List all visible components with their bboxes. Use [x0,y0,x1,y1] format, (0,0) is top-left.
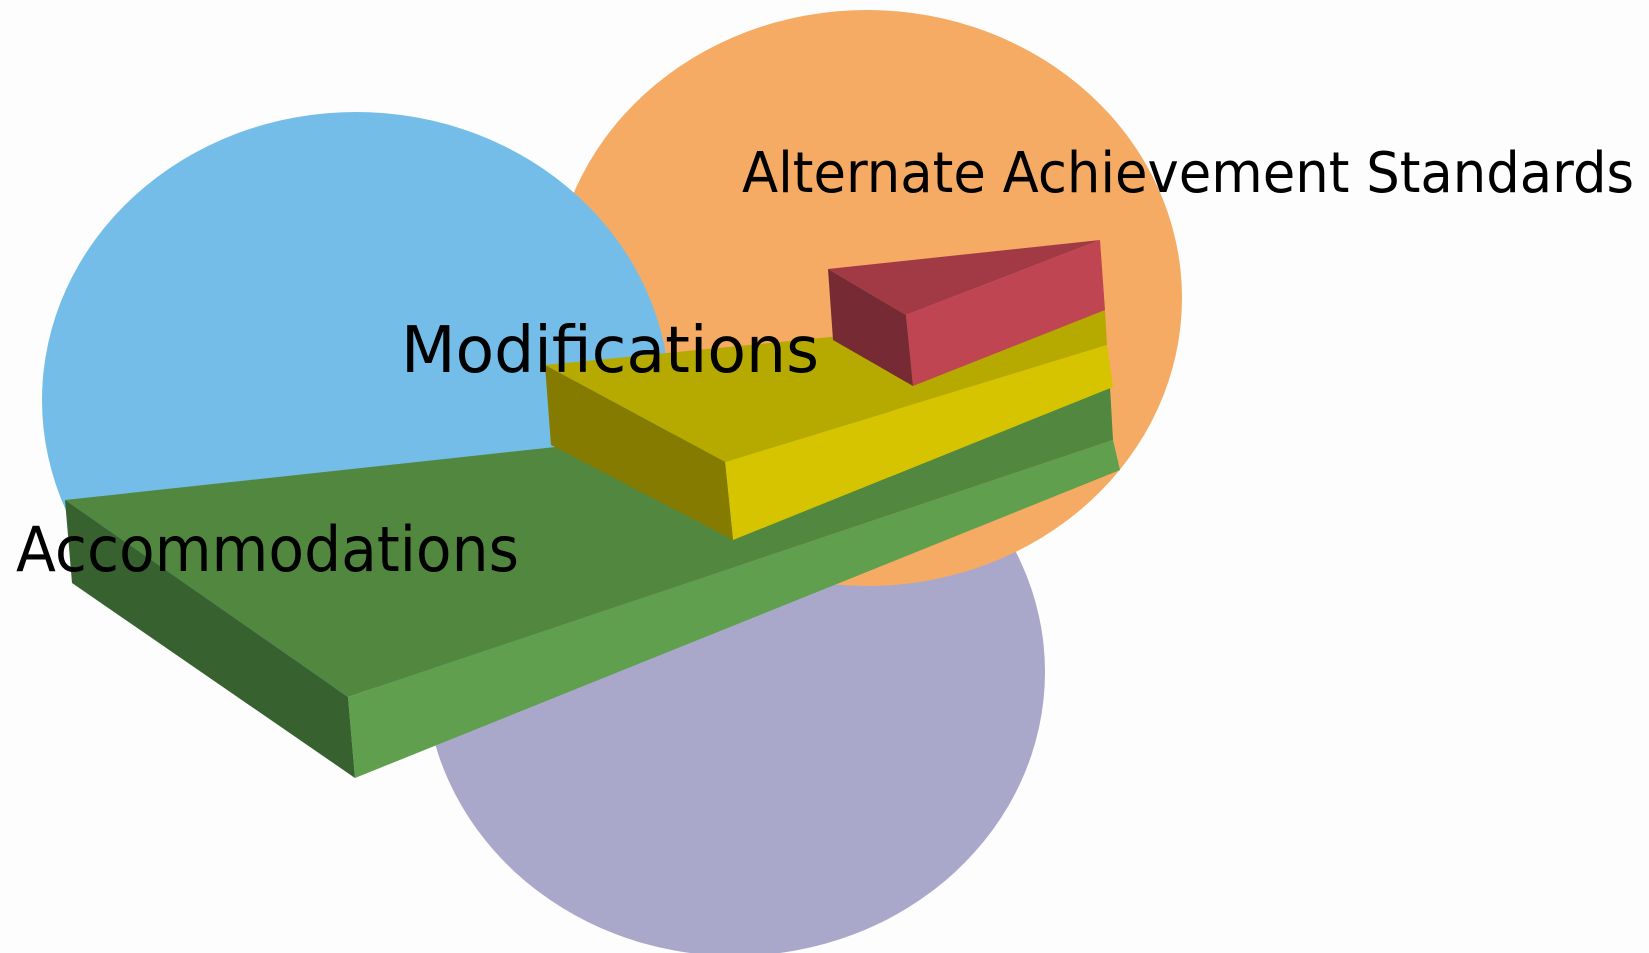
yellow-block-front [725,345,1113,540]
red-block-top [828,240,1100,315]
green-block-side [65,500,355,778]
red-block-front [906,240,1105,386]
label-alternate-achievement-standards: Alternate Achievement Standards [742,141,1634,206]
label-accommodations: Accommodations [16,513,519,586]
label-modifications: Modifications [401,314,819,388]
yellow-block-side [545,365,733,540]
red-block [828,240,1105,386]
red-block-side [828,269,913,386]
green-block-front [348,440,1120,778]
